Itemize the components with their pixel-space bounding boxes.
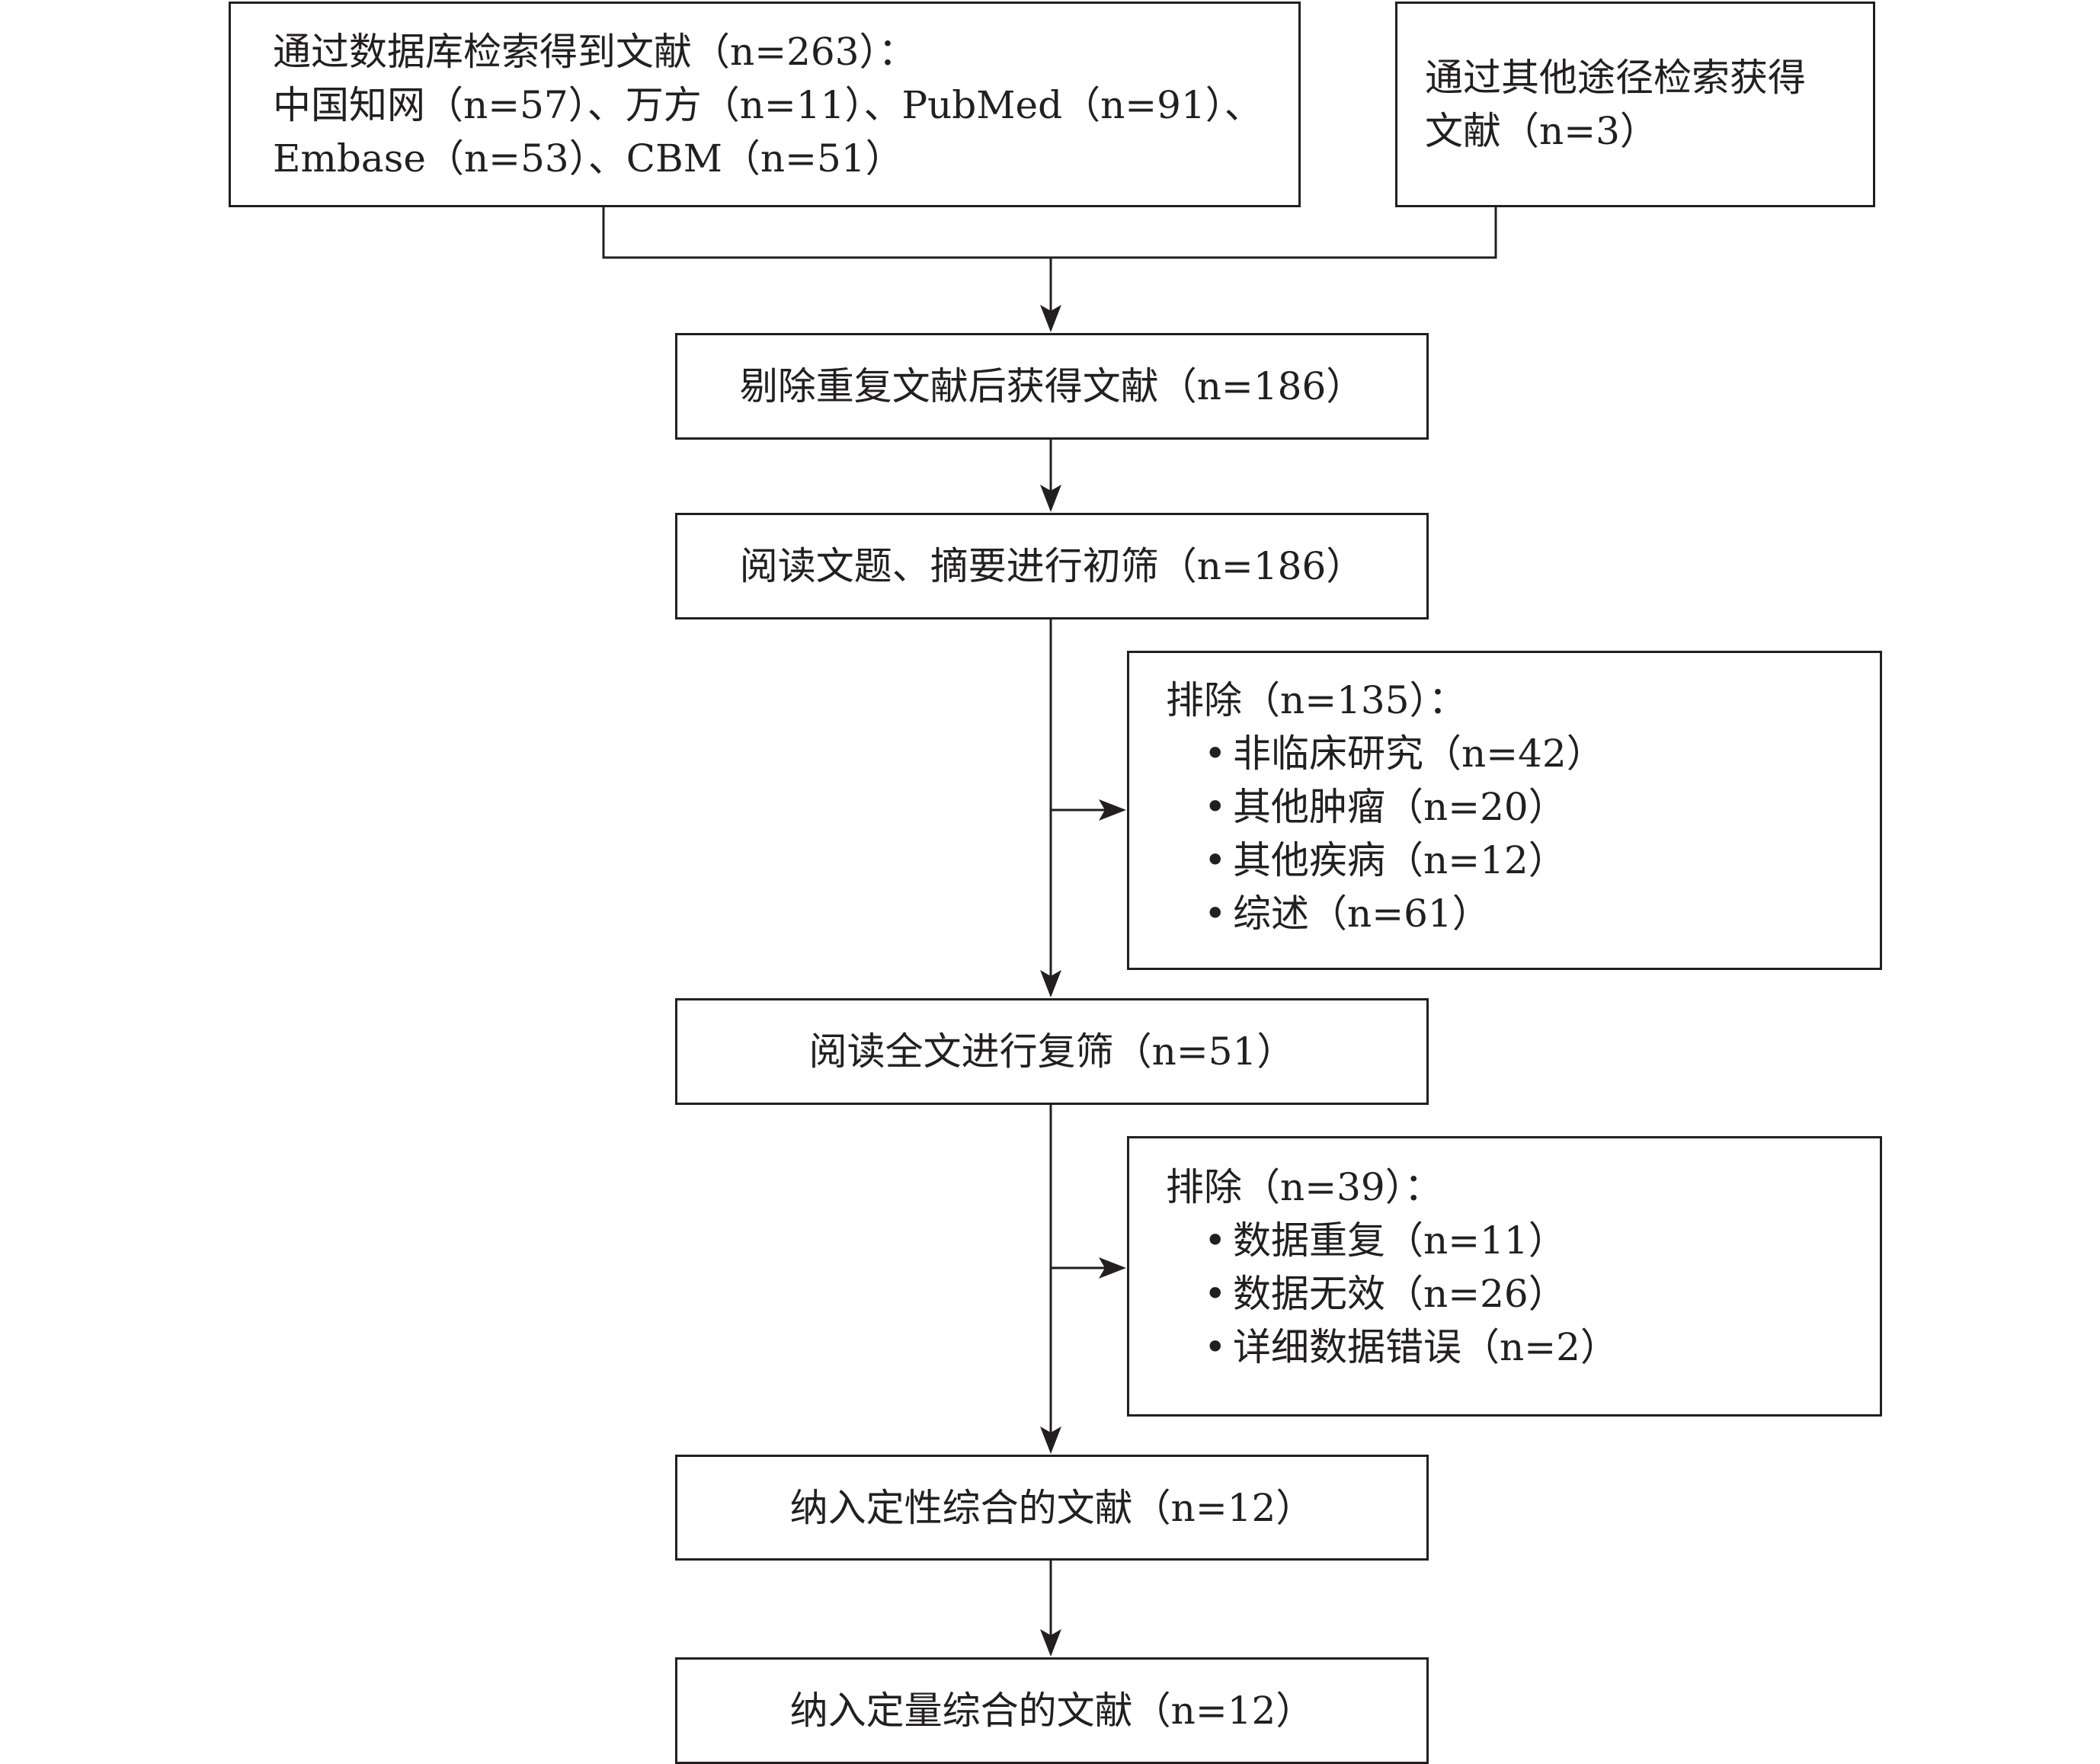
other-search-line-2: 文献（n=3） [1425,109,1658,153]
exclusion-1-item: 其他肿瘤（n=20） [1166,780,1880,834]
exclusion-1-item: 其他疾病（n=12） [1166,834,1880,887]
exclusion-2-item: 数据无效（n=26） [1166,1267,1880,1321]
arrowhead-exclusion-2 [1099,1257,1126,1279]
exclusion-2-item: 数据重复（n=11） [1166,1214,1880,1267]
arrowhead-initial-screen [1040,485,1061,512]
arrowhead-full-text-screen [1040,970,1061,997]
exclusion-1-box: 排除（n=135）： 非临床研究（n=42） 其他肿瘤（n=20） 其他疾病（n… [1127,651,1882,970]
arrowhead-qualitative [1040,1426,1061,1454]
exclusion-2-box: 排除（n=39）： 数据重复（n=11） 数据无效（n=26） 详细数据错误（n… [1127,1136,1882,1417]
database-search-line-1: 通过数据库检索得到文献（n=263）： [273,30,917,74]
exclusion-2-item: 详细数据错误（n=2） [1166,1321,1880,1374]
full-text-screen-box: 阅读全文进行复筛（n=51） [675,998,1429,1105]
database-search-line-2: 中国知网（n=57）、万方（n=11）、PubMed（n=91）、 [273,83,1263,127]
initial-screen-label: 阅读文题、摘要进行初筛（n=186） [739,544,1365,588]
exclusion-1-title: 排除（n=135）： [1166,678,1467,722]
merge-connector [602,207,1497,259]
qualitative-box: 纳入定性综合的文献（n=12） [675,1455,1429,1561]
exclusion-1-item: 非临床研究（n=42） [1166,727,1880,780]
exclusion-2-title: 排除（n=39）： [1166,1165,1442,1209]
other-search-box: 通过其他途径检索获得 文献（n=3） [1395,2,1875,207]
quantitative-box: 纳入定量综合的文献（n=12） [675,1657,1429,1764]
after-dedup-label: 剔除重复文献后获得文献（n=186） [739,364,1365,408]
initial-screen-box: 阅读文题、摘要进行初筛（n=186） [675,513,1429,619]
arrowhead-exclusion-1 [1099,799,1126,821]
arrowhead-dedup [1040,305,1061,332]
full-text-screen-label: 阅读全文进行复筛（n=51） [808,1029,1295,1074]
quantitative-label: 纳入定量综合的文献（n=12） [789,1689,1314,1733]
after-dedup-box: 剔除重复文献后获得文献（n=186） [675,333,1429,440]
other-search-line-1: 通过其他途径检索获得 [1425,56,1806,100]
exclusion-1-item: 综述（n=61） [1166,887,1880,940]
qualitative-label: 纳入定性综合的文献（n=12） [789,1485,1314,1530]
database-search-box: 通过数据库检索得到文献（n=263）： 中国知网（n=57）、万方（n=11）、… [229,2,1301,207]
database-search-line-3: Embase（n=53）、CBM（n=51） [273,136,904,181]
arrowhead-quantitative [1040,1629,1061,1657]
